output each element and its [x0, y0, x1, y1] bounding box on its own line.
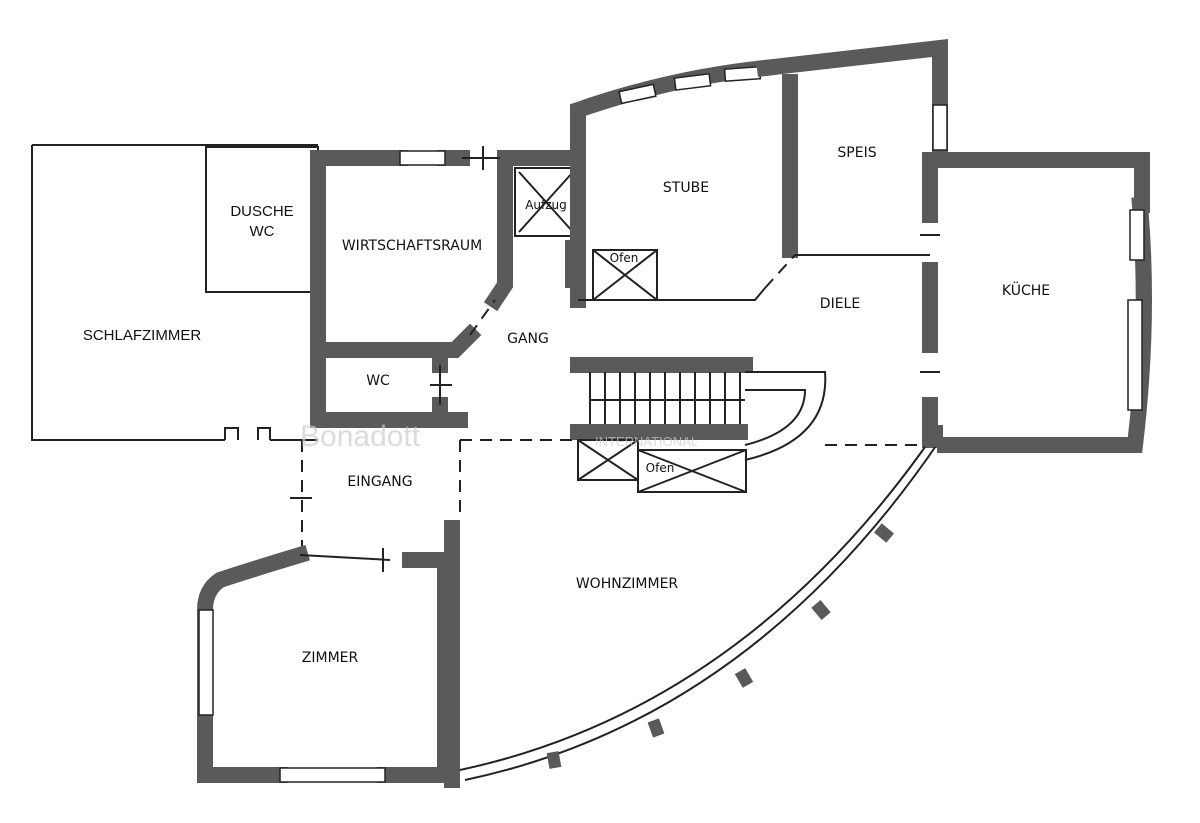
- ofen-wohnzimmer: [637, 449, 747, 493]
- boundary-dashed: [460, 439, 945, 446]
- walls-kueche: [920, 152, 1152, 453]
- ofen-stube: [592, 249, 658, 301]
- walls-west: [310, 146, 586, 428]
- room-label-zimmer: ZIMMER: [302, 650, 359, 666]
- room-label-diele: DIELE: [820, 296, 860, 312]
- room-label-wirtschaftsraum: WIRTSCHAFTSRAUM: [342, 238, 482, 254]
- room-label-schlafzimmer: SCHLAFZIMMER: [83, 327, 202, 344]
- room-label-wc: WC: [366, 373, 390, 389]
- label-ofen-stube: Ofen: [610, 251, 639, 265]
- window: [399, 150, 446, 166]
- room-label-dusche: DUSCHE: [230, 203, 293, 220]
- walls-stube: [570, 39, 948, 308]
- eingang-boundary: [301, 440, 461, 555]
- walls-wohnzimmer: [444, 425, 943, 788]
- watermark-brand: Bonadott: [300, 420, 421, 453]
- room-label-dusche-wc: WC: [250, 223, 275, 240]
- room-label-eingang: EINGANG: [347, 474, 412, 490]
- room-label-wohnzimmer: WOHNZIMMER: [576, 576, 679, 592]
- room-label-kueche: KÜCHE: [1002, 281, 1050, 299]
- walls-zimmer: [197, 545, 453, 783]
- room-label-gang: GANG: [507, 331, 549, 347]
- watermark-sub: INTERNATIONAL: [595, 434, 698, 449]
- room-label-stube: STUBE: [663, 180, 709, 196]
- staircase: [570, 357, 827, 493]
- schlafzimmer-outline: [31, 144, 319, 441]
- label-ofen-wohnzimmer: Ofen: [646, 461, 675, 475]
- door-marker: [224, 427, 271, 440]
- label-aufzug: Aufzug: [525, 198, 567, 212]
- room-label-speis: SPEIS: [837, 145, 876, 161]
